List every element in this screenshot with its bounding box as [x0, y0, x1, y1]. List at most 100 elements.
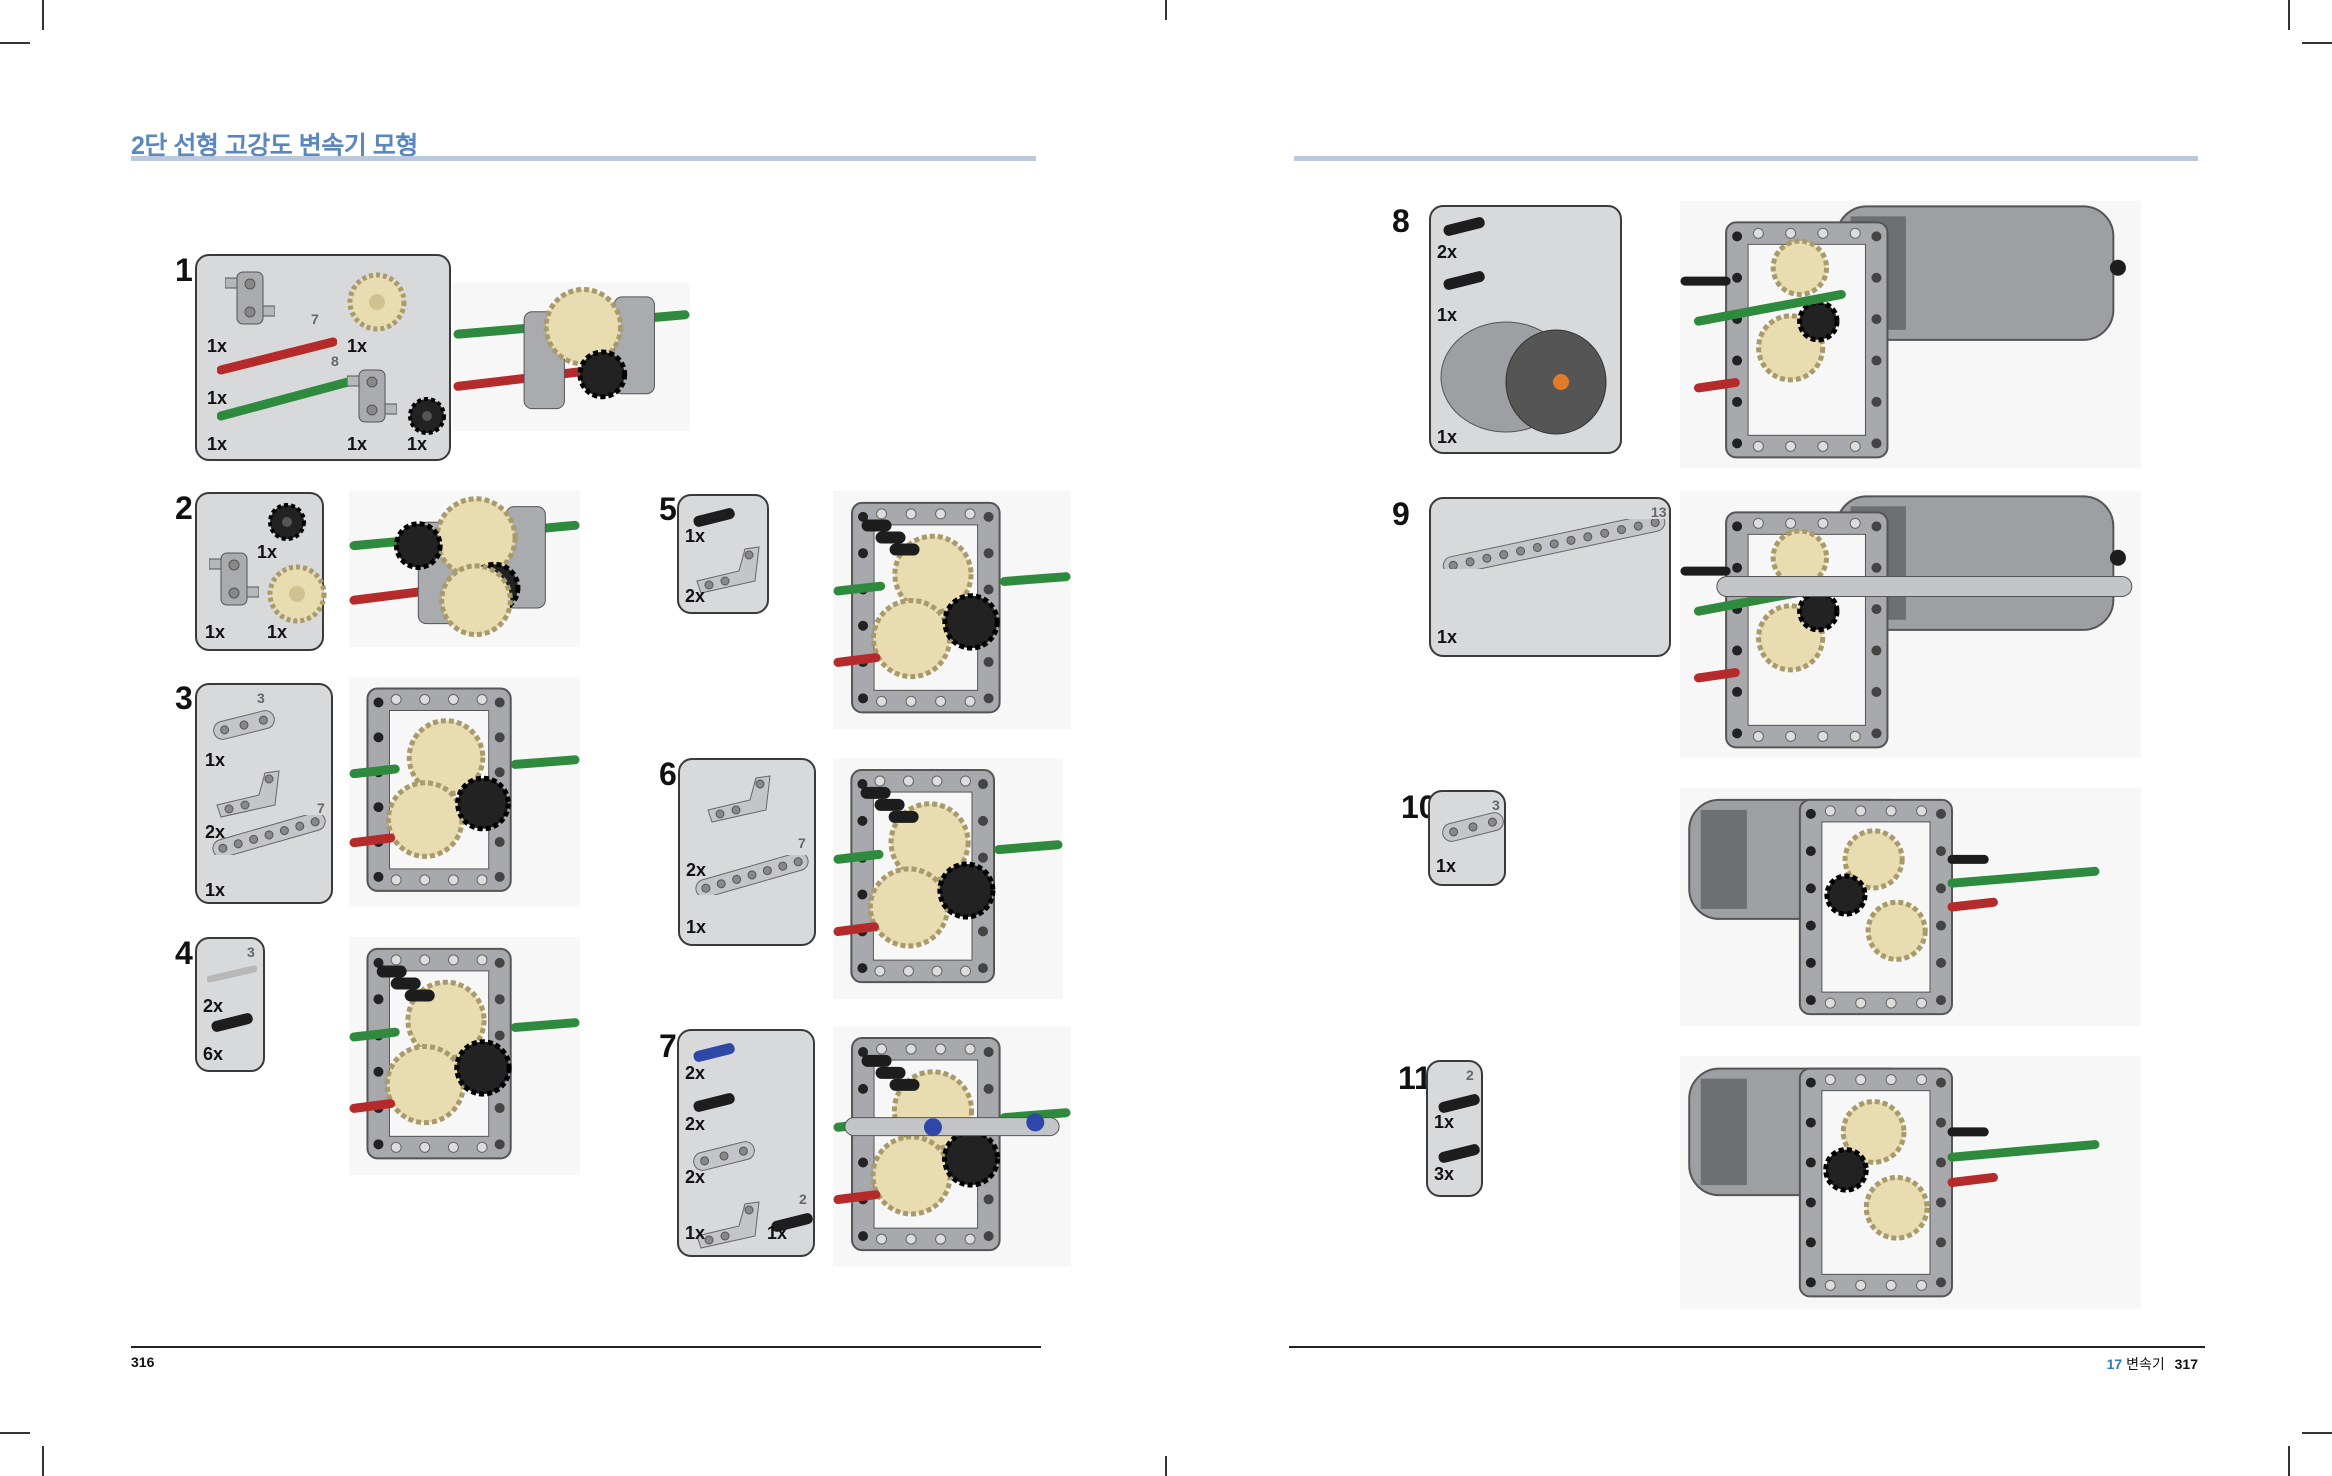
black-pin-part-icon [207, 1011, 257, 1038]
assembly-illustration [833, 491, 1071, 729]
step-number: 2 [175, 490, 193, 526]
gear [393, 521, 443, 570]
crop-mark [2288, 0, 2290, 30]
part-quantity: 1x [767, 1223, 788, 1243]
assembly-illustration [833, 758, 1063, 999]
assembly-illustration [453, 282, 690, 431]
connector-block-part-icon [224, 268, 276, 333]
gear [1824, 873, 1868, 917]
red-axle-part-icon [216, 336, 338, 381]
part-quantity: 2x [685, 1114, 706, 1134]
black-gear--part-icon [407, 396, 447, 441]
crop-mark [1165, 0, 1167, 20]
part-quantity: 1x [207, 434, 228, 454]
gear [455, 775, 511, 832]
assembly-illustration [833, 1026, 1071, 1267]
axle [833, 922, 879, 937]
black-pin-part-icon [767, 1211, 817, 1238]
part-length-label: 7 [311, 311, 319, 327]
part-quantity: 1x [685, 526, 706, 546]
part-quantity: 2x [203, 996, 224, 1016]
part-quantity: 1x [407, 434, 428, 454]
gear [384, 1043, 466, 1126]
gear [1863, 1174, 1930, 1241]
beam-part-icon [209, 710, 279, 745]
gear [385, 780, 465, 859]
part-quantity: 1x [205, 750, 226, 770]
green-axle-part-icon [216, 376, 353, 426]
part-quantity: 1x [205, 622, 226, 642]
gear [942, 593, 1000, 651]
part-quantity: 1x [1437, 305, 1458, 325]
part-quantity: 2x [685, 1167, 706, 1187]
pin [861, 519, 892, 532]
assembly-illustration [349, 677, 580, 907]
axle [1693, 378, 1740, 393]
step-number: 4 [175, 935, 193, 971]
l-beam-part-icon [209, 765, 289, 825]
pin [888, 810, 919, 823]
page-number-left: 316 [131, 1354, 155, 1370]
part-length-label: 3 [257, 690, 265, 706]
axle [833, 653, 881, 667]
part-quantity: 1x [686, 917, 707, 937]
pin [875, 531, 906, 544]
page-title: 2단 선형 고강도 변속기 모형 [131, 132, 418, 160]
pin [875, 1066, 906, 1079]
gear [1823, 1147, 1869, 1193]
crop-mark [2302, 42, 2332, 44]
axle [349, 1099, 396, 1113]
beam-part-icon [689, 1141, 759, 1176]
axle [1693, 289, 1846, 326]
pin [889, 543, 920, 556]
step-number: 3 [175, 680, 193, 716]
part-quantity: 1x [1436, 856, 1457, 876]
gear [1770, 238, 1830, 297]
part-quantity: 3x [1434, 1164, 1455, 1184]
assembly-illustration [1680, 788, 2141, 1026]
connector-block-part-icon [208, 549, 260, 614]
step-number: 6 [659, 756, 677, 792]
header-rule-left [131, 156, 1036, 161]
part-length-label: 2 [1466, 1067, 1474, 1083]
axle [1693, 668, 1740, 683]
axle [510, 755, 580, 769]
black-gear--part-icon [267, 502, 307, 547]
beam-part-icon [1439, 512, 1669, 576]
step-number: 7 [659, 1028, 677, 1064]
assembly-illustration [349, 491, 580, 647]
part-quantity: 1x [207, 388, 228, 408]
part-quantity: 1x [685, 1223, 706, 1243]
part-length-label: 8 [331, 353, 339, 369]
part-length-label: 13 [1651, 504, 1667, 520]
pin [404, 989, 435, 1002]
l-beam-part-icon [689, 541, 769, 601]
footer-rule-left [131, 1346, 1041, 1348]
part-quantity: 6x [203, 1044, 224, 1064]
axle [1947, 1172, 1998, 1187]
step-number: 8 [1392, 203, 1410, 239]
gear [454, 1039, 512, 1097]
beam-part-icon [1438, 812, 1508, 847]
part-quantity: 1x [347, 434, 368, 454]
part-length-label: 2 [799, 1191, 807, 1207]
pin [390, 977, 421, 990]
chapter-title: 변속기 [2126, 1356, 2165, 1372]
step-number: 5 [659, 491, 677, 527]
gear [543, 286, 624, 367]
blue-pin-part-icon [689, 1041, 739, 1068]
axle [349, 764, 400, 779]
pin [889, 1078, 920, 1091]
crop-mark [42, 1446, 44, 1476]
connector-block-part-icon [346, 366, 398, 431]
page-number-right: 317 [2174, 1356, 2198, 1372]
beam-part-icon [692, 851, 812, 900]
l-beam-part-icon [700, 770, 780, 830]
